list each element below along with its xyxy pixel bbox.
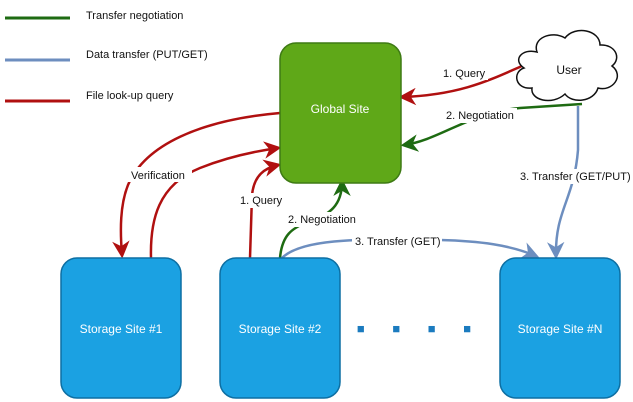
edge-label-bg bbox=[128, 167, 192, 182]
edge-global-verification bbox=[112, 111, 281, 259]
ellipsis-dots: ■ ■ ■ ■ bbox=[357, 321, 483, 336]
edge-label-s2-negotiation: 2. Negotiation bbox=[288, 214, 356, 226]
edge-label-s2-transfer: 3. Transfer (GET) bbox=[355, 236, 441, 248]
legend-label-data-transfer: Data transfer (PUT/GET) bbox=[86, 49, 208, 61]
global-site-label: Global Site bbox=[311, 102, 370, 116]
storage-site-n-label: Storage Site #N bbox=[518, 322, 603, 336]
edge-label-bg bbox=[286, 212, 360, 227]
user-label: User bbox=[556, 63, 581, 77]
edge-label-verification: Verification bbox=[131, 170, 185, 182]
global-site-box bbox=[279, 42, 402, 184]
edge-label-bg bbox=[443, 108, 517, 123]
edge-label-user-query: 1. Query bbox=[443, 68, 486, 80]
legend-label-query: File look-up query bbox=[86, 90, 174, 102]
node-storage-site-n: Storage Site #N bbox=[499, 257, 621, 399]
edge-label-user-negotiation: 2. Negotiation bbox=[446, 110, 514, 122]
node-user: User bbox=[516, 29, 619, 102]
user-cloud-shape bbox=[516, 29, 619, 102]
storage-site-2-box bbox=[219, 257, 341, 399]
edge-storage2-query bbox=[248, 159, 282, 259]
storage-site-n-box bbox=[499, 257, 621, 399]
legend: Transfer negotiation Data transfer (PUT/… bbox=[5, 10, 208, 103]
edge-label-bg bbox=[440, 65, 488, 80]
node-global-site: Global Site bbox=[279, 42, 402, 184]
legend-label-negotiation: Transfer negotiation bbox=[86, 10, 183, 22]
edge-label-user-transfer: 3. Transfer (GET/PUT) bbox=[520, 171, 631, 183]
edge-label-bg bbox=[238, 193, 286, 208]
node-storage-site-2: Storage Site #2 bbox=[219, 257, 341, 399]
edge-user-transfer bbox=[546, 106, 580, 260]
storage-site-1-label: Storage Site #1 bbox=[80, 322, 163, 336]
storage-site-2-label: Storage Site #2 bbox=[239, 322, 322, 336]
edge-label-bg bbox=[352, 234, 442, 249]
edge-storage1-query bbox=[149, 141, 282, 259]
edge-label-bg bbox=[517, 169, 633, 184]
storage-site-1-box bbox=[60, 257, 182, 399]
node-storage-site-1: Storage Site #1 bbox=[60, 257, 182, 399]
edge-user-query bbox=[398, 64, 523, 106]
edge-label-s2-query: 1. Query bbox=[240, 195, 283, 207]
